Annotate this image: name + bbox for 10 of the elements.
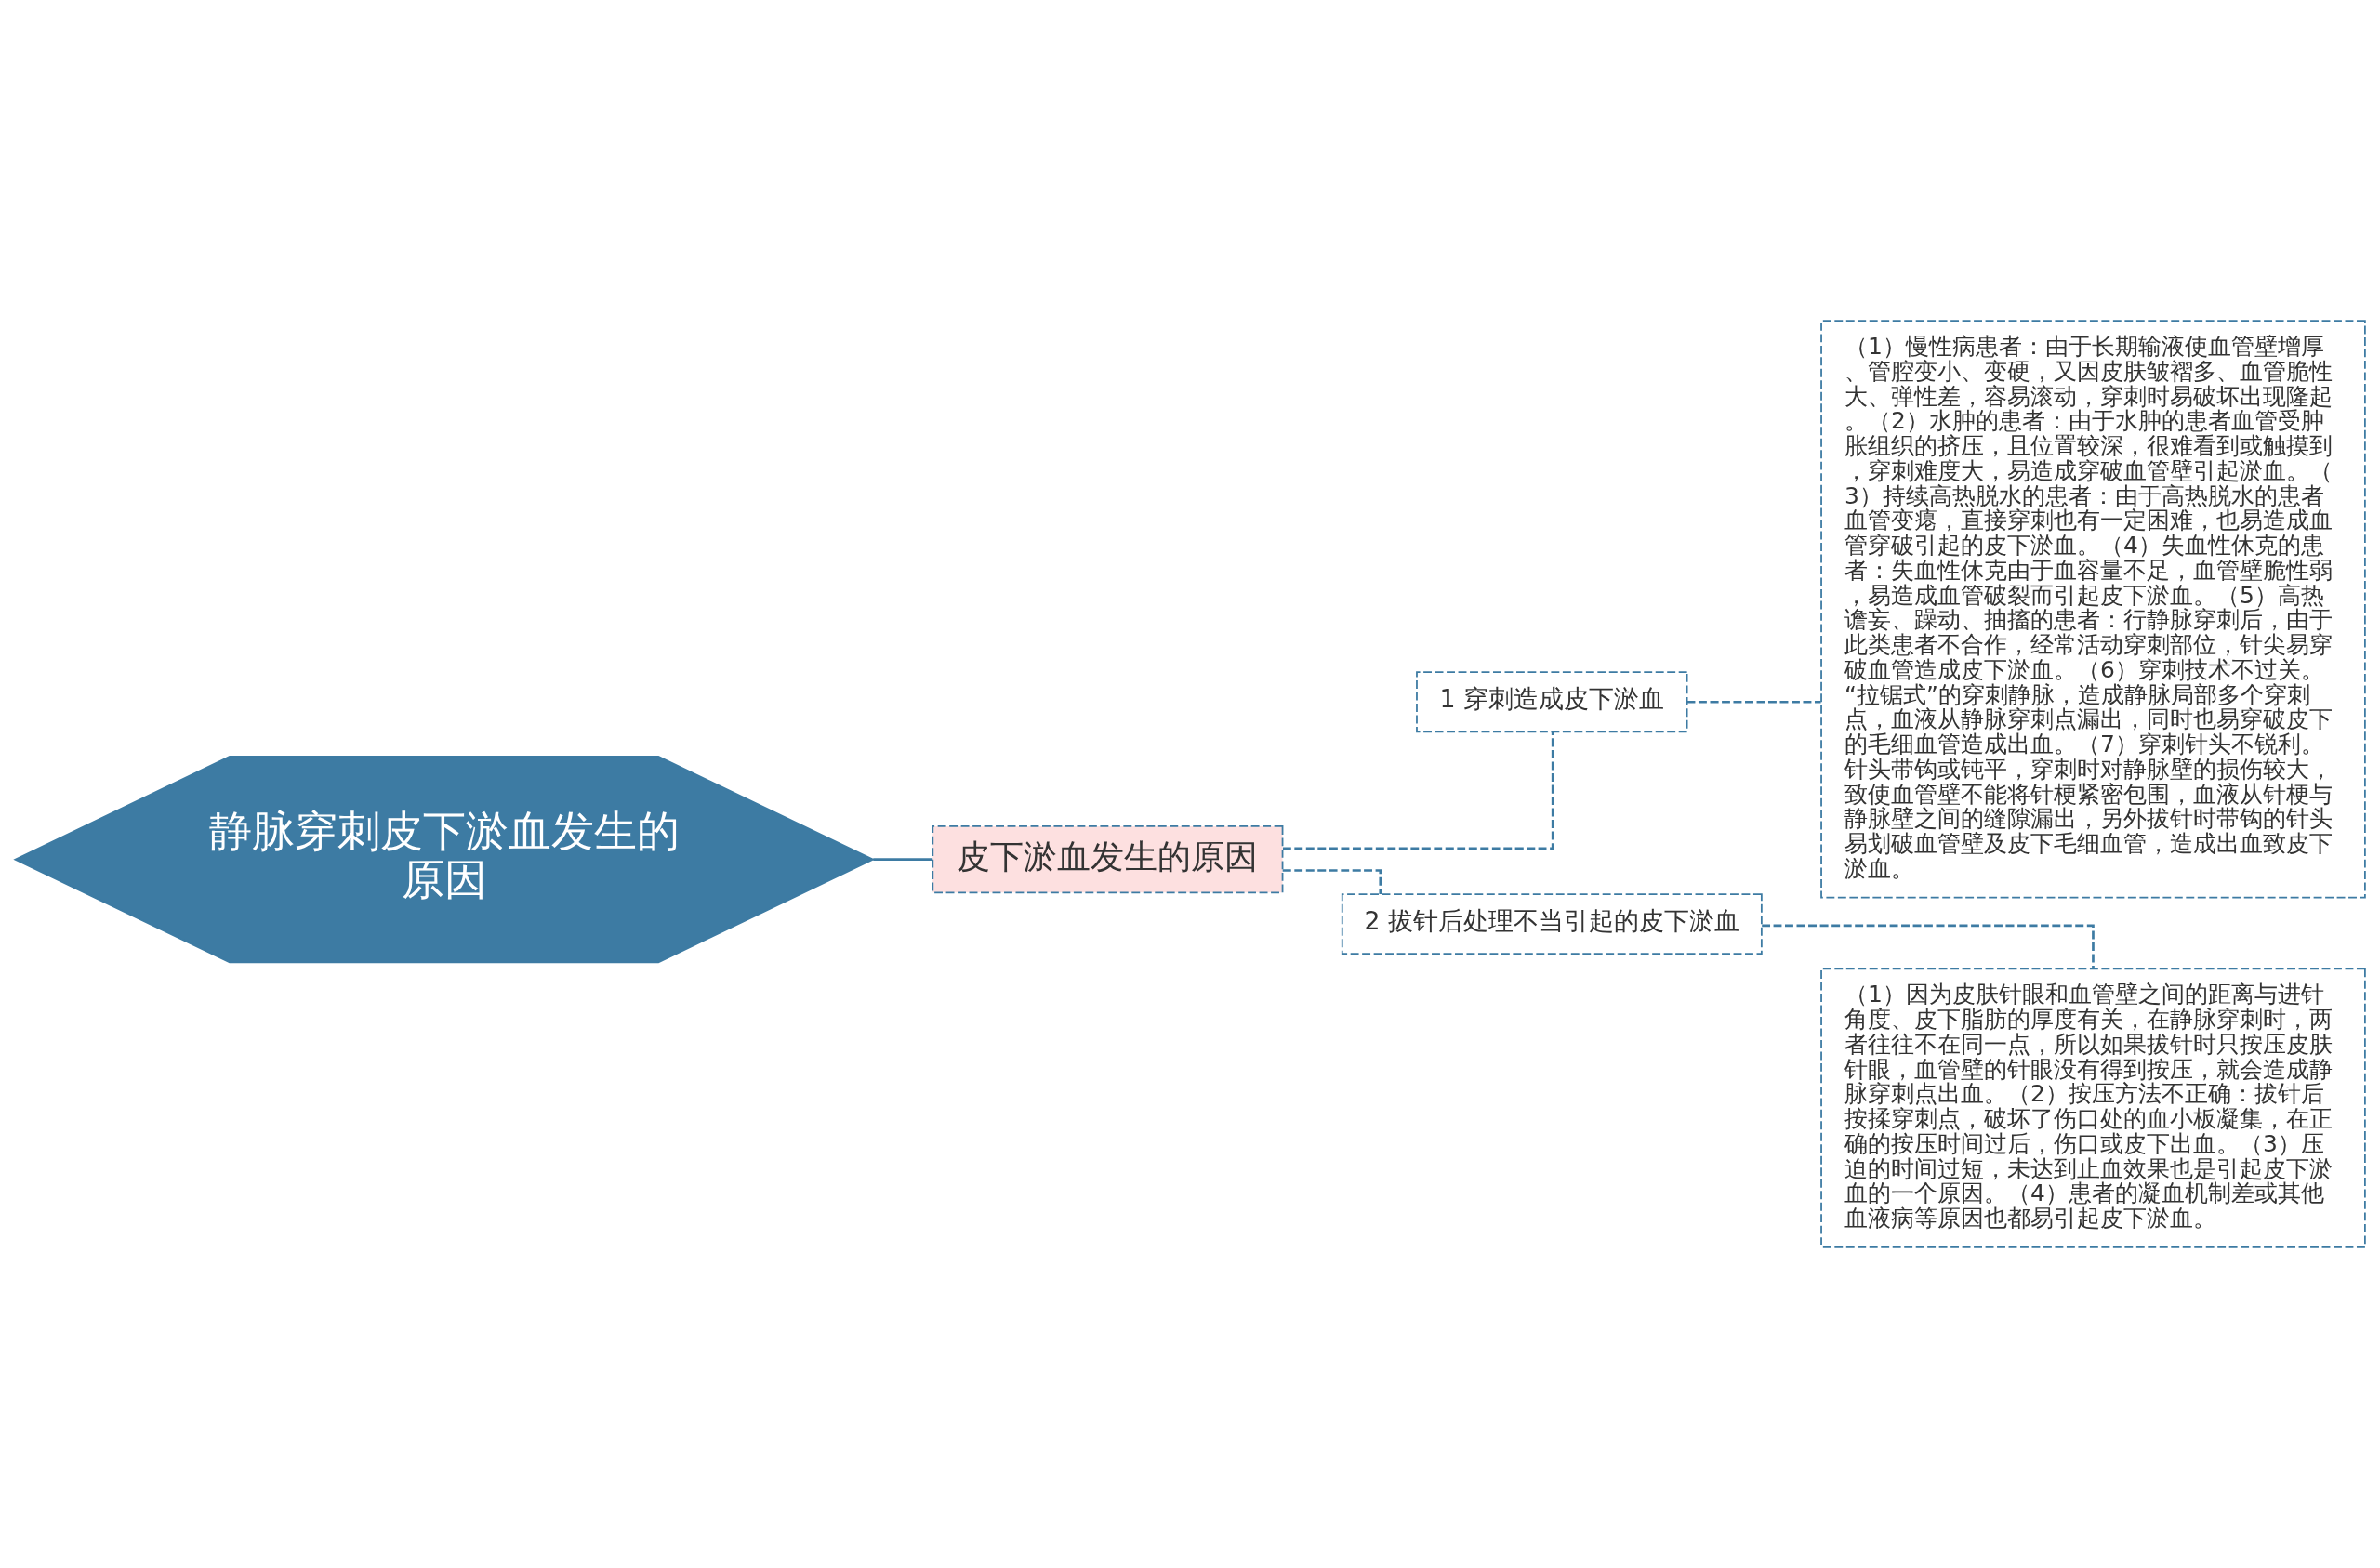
node-box: 2 拔针后处理不当引起的皮下淤血 <box>1341 893 1763 955</box>
node-box: 1 穿刺造成皮下淤血 <box>1416 671 1688 733</box>
connector <box>1282 869 1382 894</box>
connector <box>1282 731 1554 850</box>
connector <box>1762 924 2095 968</box>
connector <box>1686 700 1821 704</box>
node-box: （1）慢性病患者：由于长期输液使血管壁增厚、管腔变小、变硬，又因皮肤皱褶多、血管脆性大、弹性差，容易滚动，穿刺时易破坏出现隆起。（2）水肿的患者：由于水肿的患者血管受肿胀组织的挤压，且位置较深，很难看到或触摸到，穿刺难度大，易造成穿破血管壁引起淤血。（3）持续高热脱水的患者：由于高热脱水的患者血管变瘪，直接穿刺也有一定困难，也易造成血管穿破引起的皮下淤血。（4）失血性休克的患者：失血性休克由于血容量不足，血管壁脆性弱，易造成血管破裂而引起皮下淤血。（5）高热谵妄、躁动、抽搐的患者：行静脉穿刺后，由于此类患者不合作，经常活动穿刺部位，针尖易穿破血管造成皮下淤血。（6）穿刺技术不过关。“拉锯式”的穿刺静脉，造成静脉局部多个穿刺点，血液从静脉穿刺点漏出，同时也易穿破皮下的毛细血管造成出血。（7）穿刺针头不锐利。针头带钩或钝平，穿刺时对静脉壁的损伤较大，致使血管壁不能将针梗紧密包围，血液从针梗与静脉壁之间的缝隙漏出，另外拔针时带钩的针头易划破血管壁及皮下毛细血管，造成出血致皮下淤血。 <box>1820 320 2366 899</box>
node-box: （1）因为皮肤针眼和血管壁之间的距离与进针角度、皮下脂肪的厚度有关，在静脉穿刺时，两者往往不在同一点，所以如果拔针时只按压皮肤针眼，血管壁的针眼没有得到按压，就会造成静脉穿刺点出血。（2）按压方法不正确：拔针后按揉穿刺点，破坏了伤口处的血小板凝集，在正确的按压时间过后，伤口或皮下出血。（3）压迫的时间过短，未达到止血效果也是引起皮下淤血的一个原因。（4）患者的凝血机制差或其他血液病等原因也都易引起皮下淤血。 <box>1820 968 2366 1248</box>
connector <box>873 858 933 861</box>
node-box: 皮下淤血发生的原因 <box>932 825 1284 894</box>
